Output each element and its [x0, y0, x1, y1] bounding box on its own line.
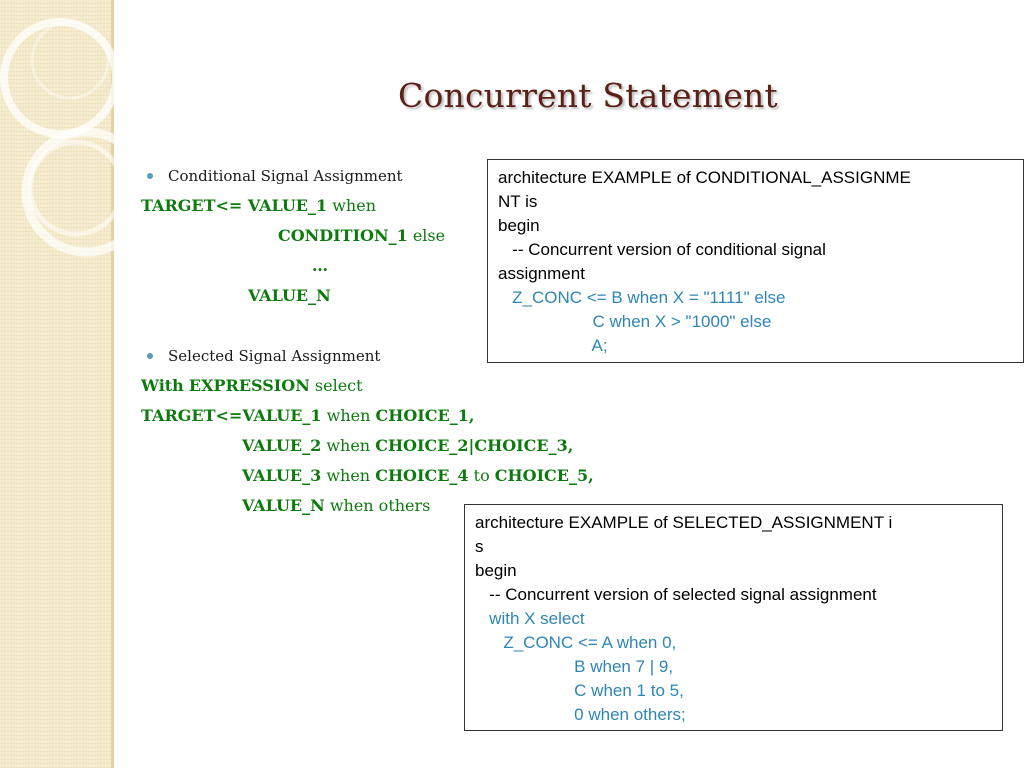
- code-line: -- Concurrent version of selected signal…: [475, 585, 877, 604]
- bullet-selected-label: Selected Signal Assignment: [168, 347, 381, 365]
- code-box-selected: architecture EXAMPLE of SELECTED_ASSIGNM…: [464, 504, 1003, 731]
- selected-line-4-to: to: [468, 466, 495, 485]
- code-line: B when 7 | 9,: [475, 657, 674, 676]
- code-line: A;: [498, 336, 608, 355]
- selected-line-5-value: VALUE_N: [242, 496, 325, 515]
- conditional-line-3-ellipsis: …: [312, 256, 328, 275]
- selected-line-1-with: With: [141, 376, 184, 395]
- code-line: architecture EXAMPLE of CONDITIONAL_ASSI…: [498, 168, 911, 187]
- selected-line-3-when: when: [321, 436, 376, 455]
- code-line: architecture EXAMPLE of SELECTED_ASSIGNM…: [475, 513, 893, 532]
- selected-line-3-choice: CHOICE_2|CHOICE_3,: [375, 436, 574, 455]
- code-line: s: [475, 537, 484, 556]
- bullet-dot-icon: [147, 173, 153, 179]
- code-line: begin: [475, 561, 517, 580]
- bullet-selected: Selected Signal Assignment: [147, 346, 380, 366]
- conditional-line-1-target: TARGET<= VALUE_1: [141, 196, 328, 215]
- selected-line-5-when-others: when others: [324, 496, 431, 515]
- strip-edge-line: [111, 0, 114, 768]
- selected-line-2: TARGET<=VALUE_1 when CHOICE_1,: [141, 406, 474, 426]
- code-line: Z_CONC <= B when X = "1111" else: [498, 288, 786, 307]
- selected-line-4-choice-a: CHOICE_4: [375, 466, 469, 485]
- code-line: NT is: [498, 192, 538, 211]
- code-line: begin: [498, 216, 540, 235]
- code-line: Z_CONC <= A when 0,: [475, 633, 677, 652]
- code-line: -- Concurrent version of conditional sig…: [498, 240, 826, 259]
- selected-line-2-target: TARGET<=VALUE_1: [141, 406, 322, 425]
- bullet-conditional: Conditional Signal Assignment: [147, 166, 403, 186]
- decorative-circles-graphic: [0, 18, 151, 257]
- bullet-conditional-label: Conditional Signal Assignment: [168, 167, 403, 185]
- slide-title: Concurrent Statement: [398, 76, 778, 115]
- selected-line-1-expression: EXPRESSION: [188, 376, 310, 395]
- code-line: 0 when others;: [475, 705, 686, 724]
- selected-line-1: With EXPRESSION select: [141, 376, 363, 396]
- code-box-conditional: architecture EXAMPLE of CONDITIONAL_ASSI…: [487, 159, 1024, 363]
- selected-line-4-choice-b: CHOICE_5,: [494, 466, 594, 485]
- selected-line-3: VALUE_2 when CHOICE_2|CHOICE_3,: [242, 436, 573, 456]
- selected-line-4-when: when: [321, 466, 376, 485]
- conditional-line-1: TARGET<= VALUE_1 when: [141, 196, 376, 216]
- code-line: C when X > "1000" else: [498, 312, 772, 331]
- code-line: with X select: [475, 609, 585, 628]
- selected-line-1-select: select: [309, 376, 363, 395]
- selected-line-2-when: when: [321, 406, 376, 425]
- conditional-line-3: …: [312, 256, 328, 276]
- selected-line-4: VALUE_3 when CHOICE_4 to CHOICE_5,: [242, 466, 594, 486]
- conditional-line-4-value: VALUE_N: [248, 286, 331, 305]
- left-decorative-strip: [0, 0, 113, 768]
- conditional-line-2: CONDITION_1 else: [278, 226, 445, 246]
- bullet-dot-icon: [147, 353, 153, 359]
- conditional-line-2-condition: CONDITION_1: [278, 226, 408, 245]
- selected-line-5: VALUE_N when others: [242, 496, 430, 516]
- conditional-line-2-keyword: else: [407, 226, 446, 245]
- conditional-line-4: VALUE_N: [248, 286, 331, 306]
- code-line: assignment: [498, 264, 585, 283]
- selected-line-3-value: VALUE_2: [242, 436, 322, 455]
- selected-line-2-choice: CHOICE_1,: [375, 406, 475, 425]
- conditional-line-1-keyword: when: [327, 196, 376, 215]
- code-line: C when 1 to 5,: [475, 681, 684, 700]
- selected-line-4-value: VALUE_3: [242, 466, 322, 485]
